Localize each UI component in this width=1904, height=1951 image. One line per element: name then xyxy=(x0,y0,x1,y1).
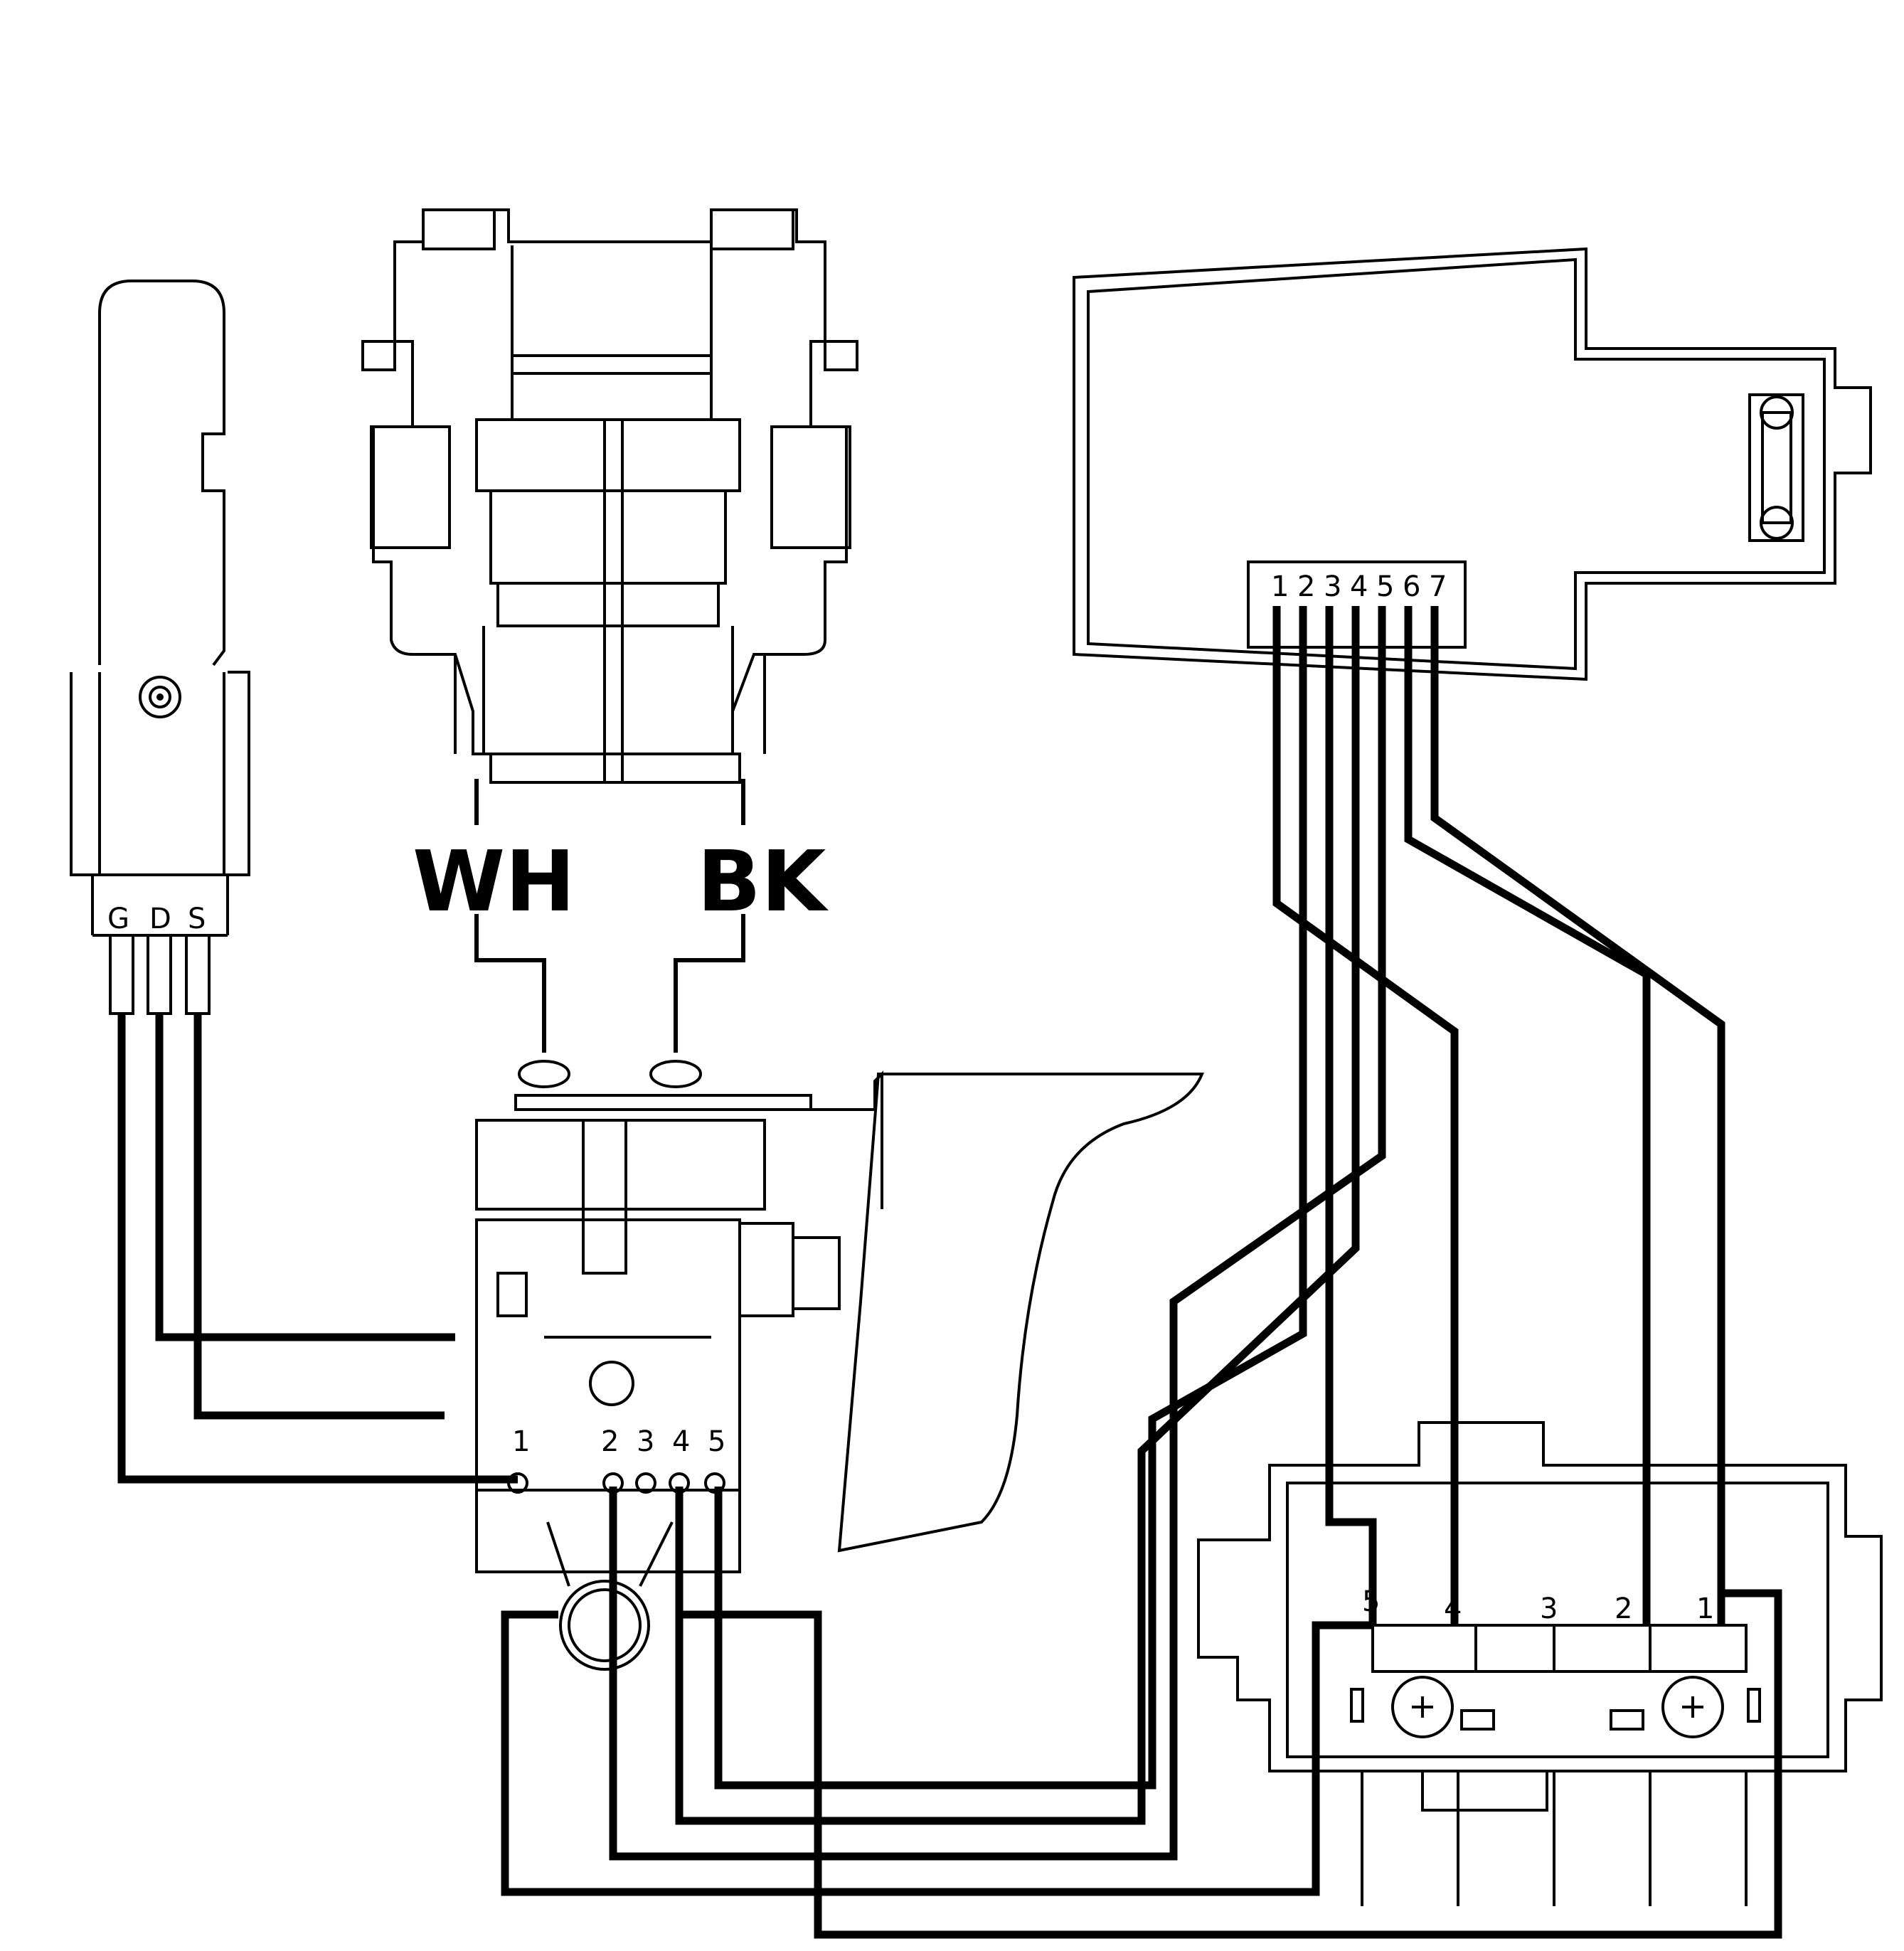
pcb-pin-6-label: 6 xyxy=(1403,570,1420,603)
wire-pcb-4 xyxy=(675,606,1360,1825)
pcb-pin-2-label: 2 xyxy=(1297,570,1315,603)
battery-terminal-block: 5 4 3 2 1 xyxy=(1197,1421,1883,1906)
mosfet-pin-g-label: G xyxy=(107,903,129,935)
battery-terminal-1-label: 1 xyxy=(1696,1593,1714,1625)
battery-terminal-2-label: 2 xyxy=(1615,1593,1632,1625)
battery-terminal-3-label: 3 xyxy=(1540,1593,1558,1625)
wiring xyxy=(117,606,1782,1939)
motor-lead-bk-label: BK xyxy=(697,832,829,930)
wire-pcb-6 xyxy=(1404,606,1651,1625)
pcb-pin-3-label: 3 xyxy=(1324,570,1341,603)
pcb-pin-7-label: 7 xyxy=(1429,570,1447,603)
switch-terminal-2-label: 2 xyxy=(601,1425,619,1458)
wire-mosfet-d xyxy=(155,1014,455,1341)
brush-holder-assembly xyxy=(361,208,858,784)
wire-pcb-5 xyxy=(609,606,1386,1861)
pcb-pin-4-label: 4 xyxy=(1350,570,1368,603)
wire-mosfet-s xyxy=(193,1014,445,1420)
switch-terminal-3-label: 3 xyxy=(637,1425,654,1458)
switch-terminal-4-label: 4 xyxy=(672,1425,690,1458)
wire-pcb-1 xyxy=(1272,606,1459,1625)
wire-battery-pos xyxy=(676,1589,1782,1939)
mosfet-pin-s-label: S xyxy=(188,903,206,935)
wire-pcb-2 xyxy=(714,606,1307,1790)
mosfet-component: G D S xyxy=(70,280,250,1015)
mosfet-pin-d-label: D xyxy=(149,903,171,935)
wire-mosfet-g xyxy=(117,1014,518,1484)
wire-pcb-3 xyxy=(1325,606,1377,1625)
trigger-switch: 1 2 3 4 5 xyxy=(475,1060,1204,1671)
switch-terminal-1-label: 1 xyxy=(512,1425,530,1458)
control-pcb: 1 2 3 4 5 6 7 xyxy=(1073,247,1872,681)
wire-pcb-7 xyxy=(1430,606,1725,1625)
switch-terminal-5-label: 5 xyxy=(708,1425,725,1458)
motor-lead-wh-label: WH xyxy=(413,832,575,930)
pcb-pin-1-label: 1 xyxy=(1271,570,1289,603)
pcb-pin-5-label: 5 xyxy=(1376,570,1394,603)
wire-battery-neg xyxy=(501,1610,1373,1896)
